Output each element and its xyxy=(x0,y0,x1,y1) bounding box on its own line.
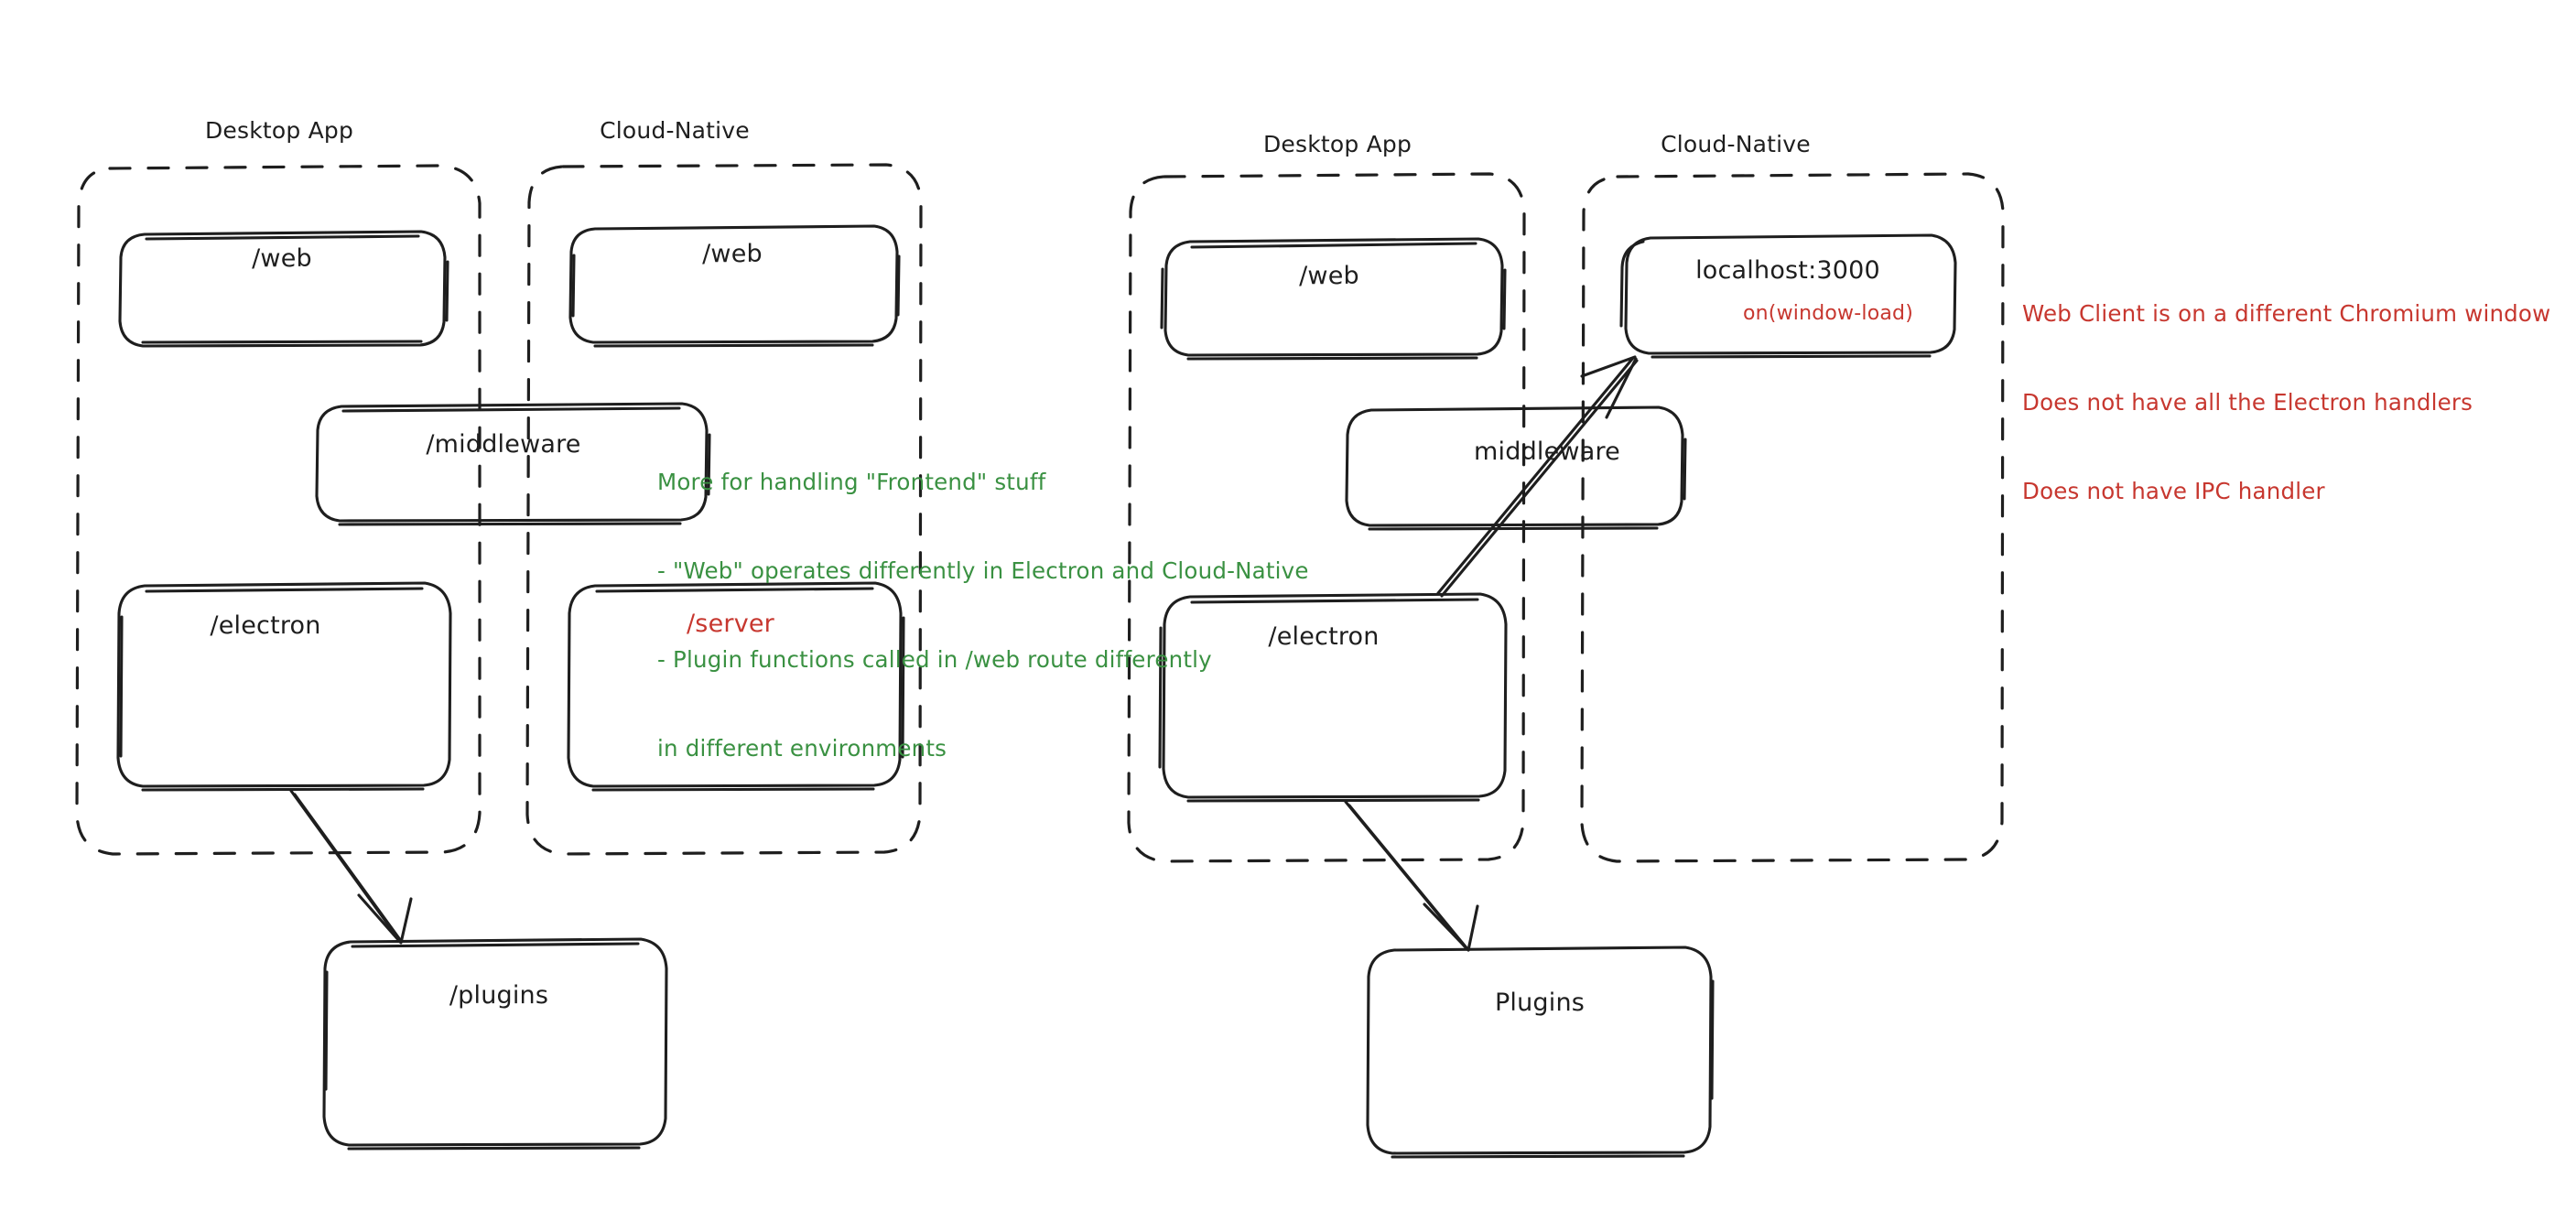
left-desktop-app-container xyxy=(75,164,482,856)
left-web-cloud-box xyxy=(568,224,901,348)
right-electron-box xyxy=(1158,592,1508,803)
right-web-box xyxy=(1160,237,1507,361)
right-middleware-box xyxy=(1345,405,1687,531)
left-server-box xyxy=(567,581,905,792)
left-cloud-native-container xyxy=(525,163,923,856)
right-plugins-box xyxy=(1366,946,1715,1159)
right-desktop-app-container xyxy=(1127,172,1526,863)
left-web-desktop-box xyxy=(118,230,449,348)
right-plugins-arrow xyxy=(1344,800,1479,952)
left-electron-box xyxy=(116,581,452,792)
right-cloud-native-container xyxy=(1580,172,2005,863)
right-localhost-box xyxy=(1619,233,1957,359)
left-electron-to-plugins-arrow xyxy=(289,789,413,945)
left-middleware-box xyxy=(315,402,711,526)
right-electron-to-localhost-arrow xyxy=(1436,355,1639,598)
left-plugins-box xyxy=(322,937,668,1151)
